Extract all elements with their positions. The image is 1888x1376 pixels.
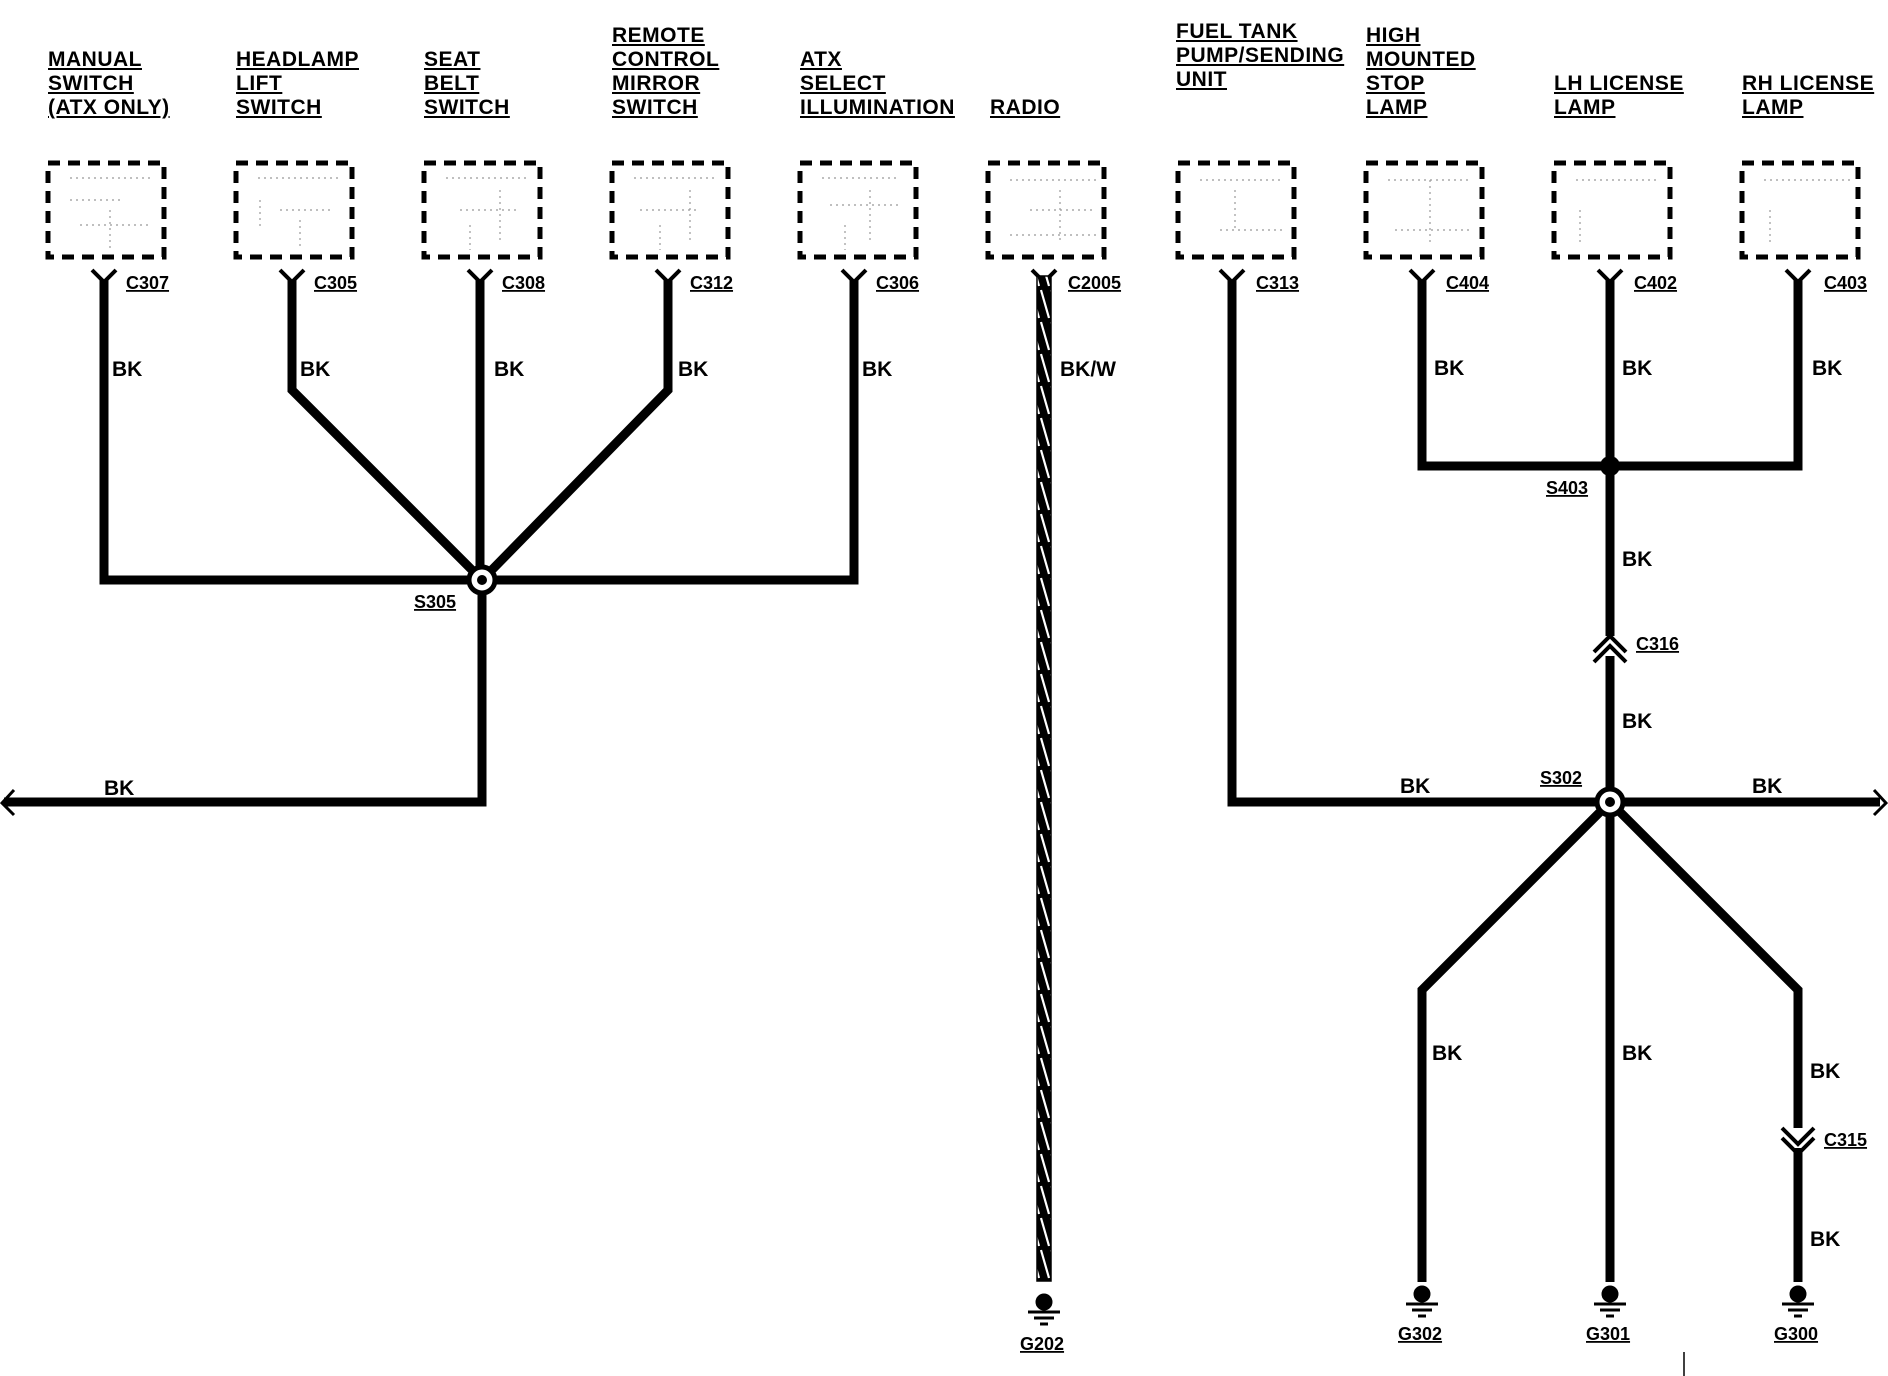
fuel-tank-pump-sending-unit-box [1175,160,1297,260]
g202-label: G202 [1020,1334,1064,1354]
wire-g301-color: BK [1622,1042,1652,1065]
g202-ground-icon [1028,1293,1060,1326]
wire-c403 [1610,280,1803,471]
wire-c2005-color: BK/W [1060,358,1116,381]
seat-belt-switch-box [421,160,543,260]
s403-label: S403 [1546,478,1588,498]
wire-s305-out-color: BK [104,777,134,800]
wire-c312 [478,280,673,584]
atx-select-illumination-box [797,160,919,260]
c315-label: C315 [1824,1130,1867,1150]
g301-ground-icon [1594,1285,1626,1318]
c316-connector-mark [1592,633,1628,654]
c315-connector-mark [1780,1126,1816,1147]
s302-label: S302 [1540,768,1582,788]
c308-label: C308 [502,273,545,293]
wire-s403-down-color: BK [1622,548,1652,571]
rh-license-lamp-box [1739,160,1861,260]
headlamp-lift-switch-box [233,160,355,260]
c307-label: C307 [126,273,169,293]
c305-label: C305 [314,273,357,293]
wire-c307-color: BK [112,358,142,381]
lh-license-lamp-box [1551,160,1673,260]
wire-c308-color: BK [494,358,524,381]
wire-s302-right-color: BK [1752,775,1782,798]
c306-label: C306 [876,273,919,293]
wire-c306 [482,280,859,585]
manual-switch-box [45,160,167,260]
wire-g300-upper-color: BK [1810,1060,1840,1083]
wire-g300-lower-color: BK [1810,1228,1840,1251]
wire-g302 [1417,798,1614,1282]
c404-label: C404 [1446,273,1489,293]
wire-c307 [99,280,482,585]
wire-g302-color: BK [1432,1042,1462,1065]
radio-box [985,160,1107,260]
wire-s302-left-color: BK [1400,775,1430,798]
g300-ground-icon [1782,1285,1814,1318]
g302-ground-icon [1406,1285,1438,1318]
remote-control-mirror-switch-box [609,160,731,260]
s403-splice [1600,456,1620,476]
wire-c305-color: BK [300,358,330,381]
wire-s305-out [4,580,487,807]
wire-c402-color: BK [1622,357,1652,380]
g302-label: G302 [1398,1324,1442,1344]
wire-c313 [1227,280,1880,807]
c316-label: C316 [1636,634,1679,654]
left-continuation-arrow [0,788,16,817]
wire-c2005-bkw [1037,276,1051,1281]
radio-label: RADIO [990,96,1061,119]
wire-c306-color: BK [862,358,892,381]
c313-label: C313 [1256,273,1299,293]
wire-c404 [1417,280,1610,471]
wire-g300-upper [1606,798,1803,1128]
right-continuation-arrow [1872,788,1888,817]
wire-c312-color: BK [678,358,708,381]
wire-c403-color: BK [1812,357,1842,380]
high-mounted-stop-lamp-box [1363,160,1485,260]
wire-c305 [287,280,486,584]
c402-label: C402 [1634,273,1677,293]
c312-label: C312 [690,273,733,293]
wire-c404-color: BK [1434,357,1464,380]
s305-label: S305 [414,592,456,612]
c2005-label: C2005 [1068,273,1121,293]
g300-label: G300 [1774,1324,1818,1344]
wire-c316-down-color: BK [1622,710,1652,733]
c403-label: C403 [1824,273,1867,293]
g301-label: G301 [1586,1324,1630,1344]
